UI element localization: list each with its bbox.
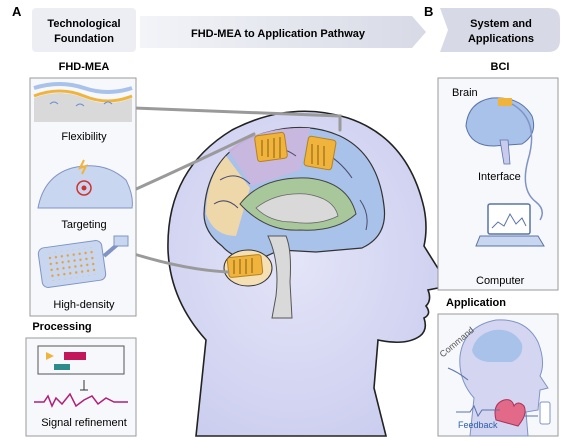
bci-computer-label: Computer [476, 275, 525, 287]
feedback-label: Feedback [458, 420, 498, 430]
flexibility-card: Flexibility [33, 82, 133, 143]
laptop-icon [475, 203, 545, 247]
panel-label-a: A [12, 4, 22, 19]
heart-icon [494, 399, 526, 427]
head-to-bci-link [410, 128, 438, 141]
bci-title: BCI [491, 61, 510, 73]
panel-label-b: B [424, 4, 433, 19]
device-icon [539, 401, 551, 425]
electrode-array-cerebellum [226, 254, 264, 278]
connector-lines [132, 106, 342, 274]
signal-refinement-diagram: Signal refinement [34, 345, 128, 429]
bci-brain-label: Brain [452, 87, 478, 99]
foundation-box: Technological Foundation [32, 8, 136, 52]
electrode-array-top-left [254, 131, 288, 163]
foundation-label-line2: Foundation [54, 33, 114, 45]
pathway-arrow: FHD-MEA to Application Pathway [140, 16, 426, 48]
flexibility-label: Flexibility [61, 131, 107, 143]
targeting-card: Targeting [37, 159, 133, 231]
foundation-label-line1: Technological [47, 18, 120, 30]
target-icon [76, 180, 92, 196]
pathway-label: FHD-MEA to Application Pathway [191, 28, 366, 40]
applications-box: System and Applications [440, 8, 560, 52]
high-density-card: High-density [37, 235, 129, 311]
processing-title: Processing [32, 321, 91, 333]
electrode-array-top-right [303, 135, 337, 171]
applications-label-line1: System and [470, 18, 532, 30]
high-density-label: High-density [53, 299, 115, 311]
spark-icon [78, 159, 88, 175]
targeting-label: Targeting [61, 219, 106, 231]
applications-label-line2: Applications [468, 33, 534, 45]
application-title: Application [446, 297, 506, 309]
fhd-mea-title: FHD-MEA [59, 61, 110, 73]
signal-refinement-label: Signal refinement [41, 417, 127, 429]
application-figure [447, 319, 551, 437]
bci-interface-label: Interface [478, 171, 521, 183]
bci-cable [511, 103, 543, 221]
bci-brain-icon [465, 97, 535, 165]
